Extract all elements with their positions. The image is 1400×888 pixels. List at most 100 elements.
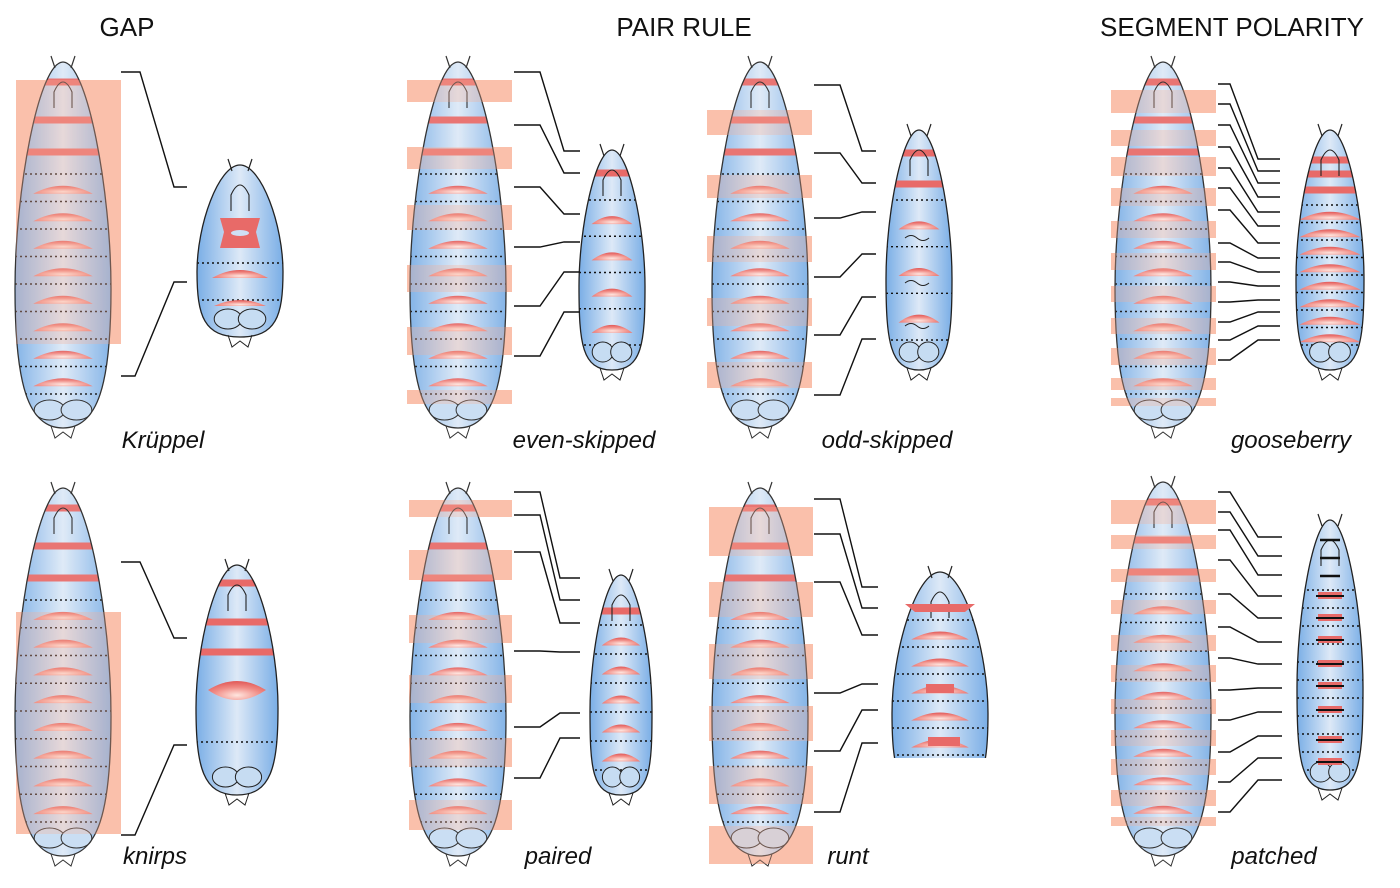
expression-stripe xyxy=(1115,568,1211,576)
tail-lobe xyxy=(237,308,267,330)
segment-wedge xyxy=(428,350,488,359)
head-arch xyxy=(53,507,73,534)
expression-stripe xyxy=(590,607,652,615)
fate-map-connector xyxy=(814,742,878,813)
segment-wedge xyxy=(1133,606,1193,615)
fate-map-connector xyxy=(1218,103,1280,172)
tail-tip xyxy=(224,792,250,806)
segment-wedge xyxy=(428,268,488,277)
tail-tip xyxy=(928,798,952,810)
expression-domain xyxy=(1111,348,1216,365)
tail-tip xyxy=(1317,367,1343,381)
expression-domain xyxy=(16,80,121,344)
embryo-runt xyxy=(709,481,813,867)
fate-map-connector xyxy=(1218,146,1280,198)
tail-lobe xyxy=(60,399,93,421)
tail-tip xyxy=(599,367,625,381)
embryo-outline xyxy=(1295,129,1365,371)
segment-wedge xyxy=(428,639,488,648)
segment-wedge xyxy=(1133,350,1193,359)
fate-map-connector xyxy=(814,84,876,152)
tail-tip xyxy=(50,853,76,867)
expression-stripe xyxy=(886,149,952,157)
expression-stripe xyxy=(928,737,960,746)
tail-tip xyxy=(1317,787,1343,801)
fused-wedge-trace xyxy=(904,235,930,241)
fate-map-connector xyxy=(121,744,187,836)
expression-domain xyxy=(409,615,512,643)
tail-tip xyxy=(1150,853,1176,867)
expression-stripe xyxy=(905,604,975,612)
expression-stripe xyxy=(15,574,111,582)
fate-map-connector xyxy=(814,253,876,278)
embryo-outline xyxy=(1296,519,1364,791)
segment-wedge xyxy=(911,631,969,640)
expression-domain xyxy=(1111,253,1216,270)
fate-map-connector xyxy=(1218,757,1282,783)
header-gap: GAP xyxy=(99,12,155,42)
tail-lobe xyxy=(211,766,240,788)
segment-wedge xyxy=(730,695,790,704)
segment-wedge xyxy=(730,667,790,676)
mutant-kruppel xyxy=(121,71,284,377)
segment-wedge xyxy=(1133,268,1193,277)
fate-map-connector xyxy=(1218,124,1280,184)
embryo-body xyxy=(1297,520,1363,790)
tail-tip xyxy=(1150,425,1176,439)
fate-map-connector xyxy=(1218,325,1280,341)
fate-map-connector xyxy=(514,186,580,215)
fate-map-connector xyxy=(814,533,878,609)
head-horns xyxy=(599,143,625,157)
segment-wedge xyxy=(730,722,790,731)
expression-domain xyxy=(1111,398,1216,406)
tail-tip xyxy=(608,792,634,806)
fate-map-connector xyxy=(1218,593,1282,619)
expression-stripe xyxy=(1296,156,1364,164)
embryo-even-skipped xyxy=(407,55,512,439)
segment-wedge xyxy=(601,724,641,733)
segment-wedge xyxy=(730,240,790,249)
fate-map-connector xyxy=(814,152,876,184)
segment-wedge xyxy=(1299,264,1361,273)
fate-map-connector xyxy=(1218,311,1280,323)
label-paired: paired xyxy=(524,843,592,870)
tail-tip xyxy=(747,425,773,439)
head-horns xyxy=(747,55,773,69)
expression-domain xyxy=(1111,790,1216,806)
expression-domain xyxy=(407,327,512,355)
embryo-body xyxy=(886,130,952,370)
mutant-even-skipped xyxy=(514,71,646,381)
fate-map-connector xyxy=(121,281,187,377)
label-gooseberry: gooseberry xyxy=(1230,427,1352,454)
fate-map-connector xyxy=(814,581,878,636)
expression-domain xyxy=(1111,535,1216,549)
expression-domain xyxy=(409,800,512,830)
embryo-kruppel xyxy=(14,55,121,439)
tail-lobe xyxy=(757,827,790,849)
embryo-gooseberry xyxy=(1111,55,1216,439)
segment-wedge xyxy=(1133,378,1193,387)
expression-domain xyxy=(1111,378,1216,390)
expression-stripe xyxy=(1115,536,1211,544)
segment-wedge xyxy=(1133,295,1193,304)
expression-domain xyxy=(1111,130,1216,146)
fate-map-connector xyxy=(514,712,580,728)
tail-lobe xyxy=(610,341,633,363)
mutant-gooseberry xyxy=(1218,83,1365,381)
embryo-paired xyxy=(409,481,512,867)
segment-wedge xyxy=(730,750,790,759)
expression-stripe xyxy=(410,116,506,124)
segment-wedge xyxy=(730,268,790,277)
expression-stripe xyxy=(712,148,808,156)
head-horns xyxy=(224,558,250,572)
embryo-outline xyxy=(14,61,112,429)
tail-lobe xyxy=(1328,341,1351,363)
head-horns xyxy=(50,55,76,69)
segment-wedge xyxy=(1299,229,1361,238)
segment-wedge xyxy=(33,778,93,787)
expression-stripe xyxy=(15,542,111,550)
tail-lobe xyxy=(619,766,641,788)
fate-map-connector xyxy=(514,551,580,624)
segment-wedge xyxy=(591,324,633,333)
